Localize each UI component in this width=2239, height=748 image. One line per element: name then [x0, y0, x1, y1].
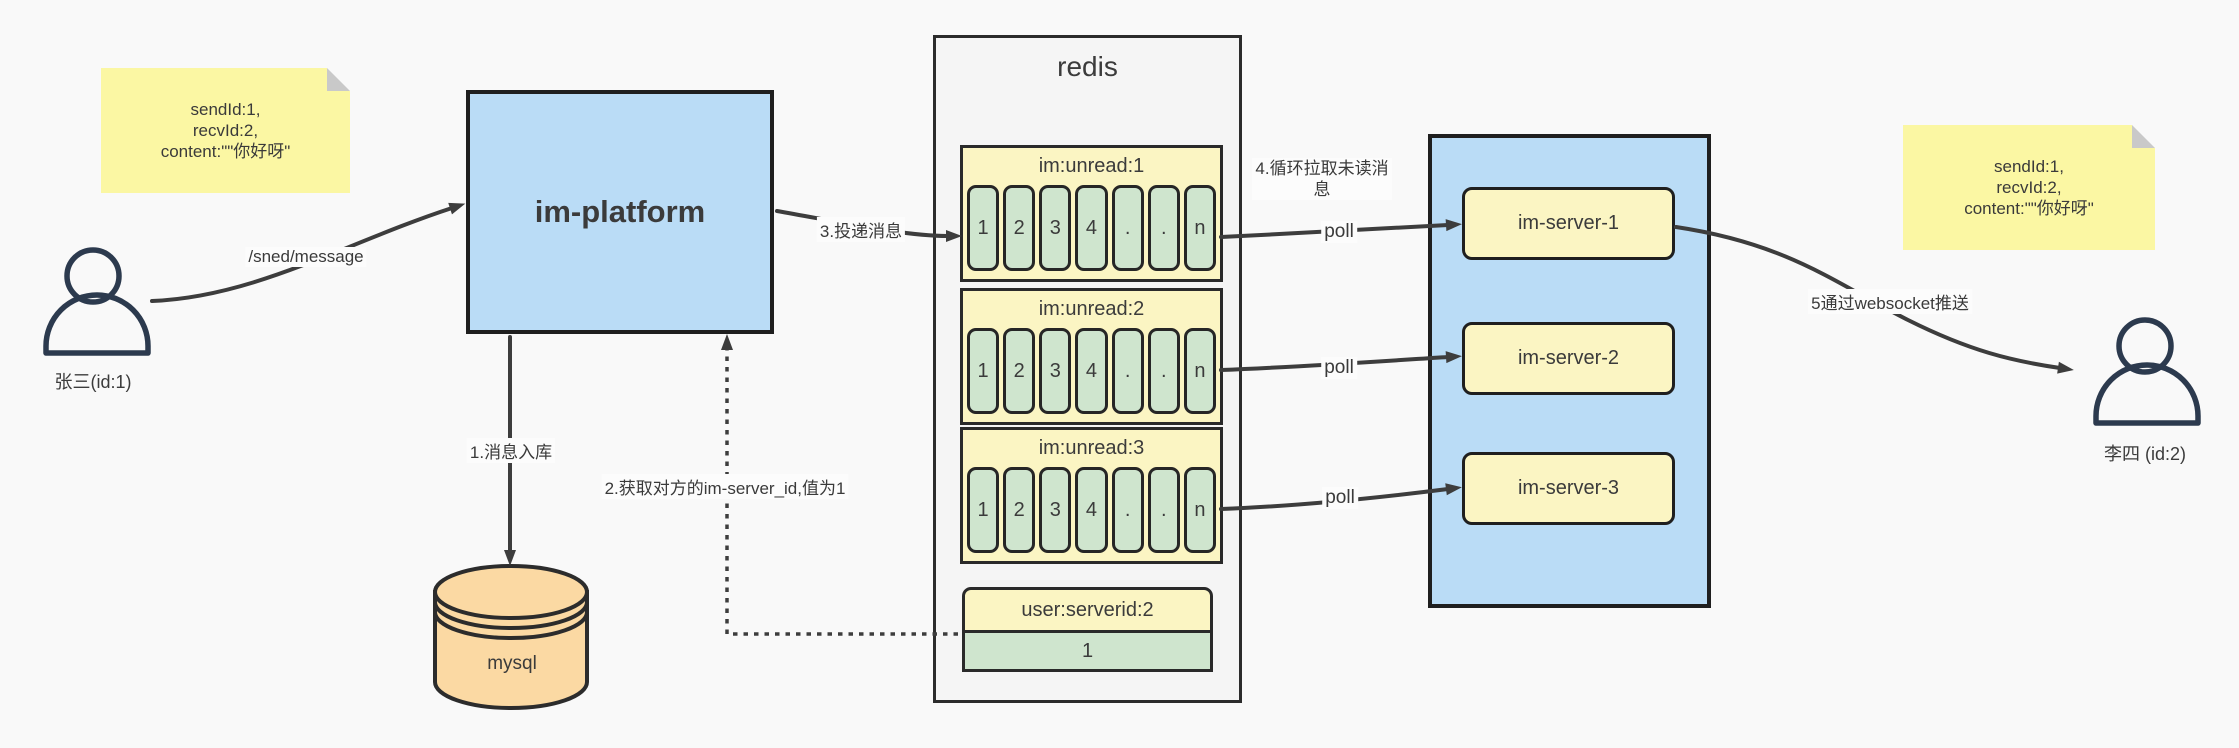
queue-cell: .	[1111, 328, 1144, 414]
queue-cell: .	[1111, 467, 1144, 553]
receiver-label: 李四 (id:2)	[2103, 444, 2187, 464]
im-server-3-box: im-server-3	[1462, 452, 1675, 525]
im-platform-label: im-platform	[534, 194, 706, 229]
queue-cell: 3	[1039, 467, 1072, 553]
queue-cell: n	[1183, 185, 1216, 271]
queue-cell: 2	[1003, 185, 1036, 271]
queue-header: im:unread:2	[1038, 298, 1145, 320]
sender-label: 张三(id:1)	[54, 372, 132, 392]
receiver-person-icon	[2093, 317, 2201, 426]
queue-cell: n	[1183, 467, 1216, 553]
message-note-right: sendId:1, recvId:2, content:""你好呀"	[1903, 125, 2155, 250]
queue-cells: 1 2 3 4 . . n	[963, 328, 1220, 422]
note-line: content:""你好呀"	[160, 142, 291, 161]
queue-im-unread-2: im:unread:2 1 2 3 4 . . n	[960, 288, 1223, 425]
note-fold-icon	[327, 68, 350, 91]
queue-cell: 4	[1075, 467, 1108, 553]
note-line: content:""你好呀"	[1964, 199, 2094, 218]
step1-label: 1.消息入库	[466, 438, 556, 463]
queue-cell: 4	[1075, 328, 1108, 414]
queue-cell: .	[1147, 185, 1180, 271]
im-server-1-label: im-server-1	[1517, 212, 1620, 234]
queue-cell: 3	[1039, 328, 1072, 414]
queue-im-unread-1: im:unread:1 1 2 3 4 . . n	[960, 145, 1223, 282]
poll-label-1: poll	[1321, 221, 1357, 243]
im-server-cluster: im-server-1 im-server-2 im-server-3	[1428, 134, 1711, 608]
queue-header: im:unread:3	[1038, 437, 1145, 459]
mysql-label: mysql	[487, 653, 537, 674]
mysql-database-icon	[433, 564, 589, 710]
note-line: sendId:1,	[1994, 157, 2064, 176]
step3-label: 3.投递消息	[816, 217, 906, 242]
poll-label-3: poll	[1322, 487, 1358, 509]
poll-label-2: poll	[1321, 357, 1357, 379]
note-line: sendId:1,	[190, 100, 261, 119]
queue-header: im:unread:1	[1038, 155, 1145, 177]
redis-title: redis	[1057, 51, 1118, 82]
queue-cell: 1	[967, 185, 1000, 271]
step5-label: 5通过websocket推送	[1808, 289, 1972, 314]
queue-cell: 1	[967, 328, 1000, 414]
queue-cell: 4	[1075, 185, 1108, 271]
send-api-label: /sned/message	[245, 247, 367, 267]
im-server-1-box: im-server-1	[1462, 187, 1675, 260]
note-line: recvId:2,	[1996, 178, 2062, 197]
user-serverid-key: user:serverid:2	[962, 587, 1213, 633]
user-serverid-box: user:serverid:2 1	[962, 587, 1213, 672]
queue-cells: 1 2 3 4 . . n	[963, 185, 1220, 279]
queue-cell: 3	[1039, 185, 1072, 271]
queue-cell: 2	[1003, 328, 1036, 414]
note-fold-icon	[2132, 125, 2155, 148]
step2-label: 2.获取对方的im-server_id,值为1	[601, 474, 849, 499]
note-line: recvId:2,	[192, 121, 259, 140]
user-serverid-value: 1	[962, 633, 1213, 672]
message-note-left: sendId:1, recvId:2, content:""你好呀"	[101, 68, 350, 193]
queue-im-unread-3: im:unread:3 1 2 3 4 . . n	[960, 427, 1223, 564]
im-server-2-box: im-server-2	[1462, 322, 1675, 395]
queue-cell: 2	[1003, 467, 1036, 553]
im-server-3-label: im-server-3	[1517, 477, 1620, 499]
queue-cell: .	[1111, 185, 1144, 271]
step4-label: 4.循环拉取未读消息	[1252, 158, 1392, 200]
queue-cell: 1	[967, 467, 1000, 553]
queue-cells: 1 2 3 4 . . n	[963, 467, 1220, 561]
im-platform-box: im-platform	[466, 90, 774, 334]
queue-cell: .	[1147, 467, 1180, 553]
queue-cell: .	[1147, 328, 1180, 414]
redis-container: redis im:unread:1 1 2 3 4 . . n im:unrea…	[933, 35, 1242, 703]
im-server-2-label: im-server-2	[1517, 347, 1620, 369]
sender-person-icon	[43, 247, 151, 356]
queue-cell: n	[1183, 328, 1216, 414]
